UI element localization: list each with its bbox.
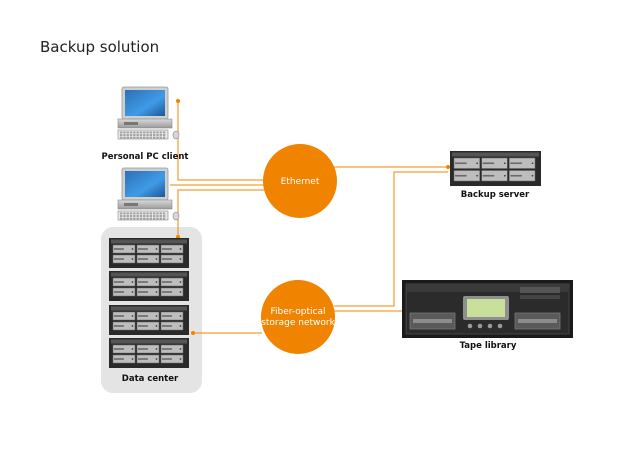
- ethernet-hub[interactable]: Ethernet: [263, 144, 337, 218]
- ethernet-hub-label: Ethernet: [281, 177, 320, 187]
- pc-client-icon[interactable]: [117, 86, 180, 140]
- diagram-title: Backup solution: [40, 38, 160, 56]
- connector-dot: [191, 331, 195, 335]
- tape-library-icon[interactable]: [402, 280, 573, 338]
- link-backup-server-fiber: [334, 171, 448, 307]
- connector-dot: [176, 99, 180, 103]
- backup-server-icon[interactable]: [450, 151, 541, 186]
- personal-pc-label: Personal PC client: [102, 152, 189, 162]
- data-center-label: Data center: [122, 374, 179, 384]
- fiber-hub[interactable]: Fiber-optical storage network: [261, 280, 336, 354]
- connector-dot: [446, 165, 450, 169]
- tape-library-label: Tape library: [460, 341, 517, 351]
- backup-server-label: Backup server: [461, 190, 530, 200]
- connections: [170, 101, 448, 334]
- data-center-icon[interactable]: [109, 238, 189, 368]
- fiber-hub-label-line2: storage network: [261, 318, 335, 328]
- fiber-hub-label-line1: Fiber-optical: [270, 307, 325, 317]
- link-ethernet-pc1: [177, 101, 265, 181]
- link-ethernet-datacenter: [177, 189, 265, 237]
- pc-client-icon[interactable]: [117, 167, 180, 221]
